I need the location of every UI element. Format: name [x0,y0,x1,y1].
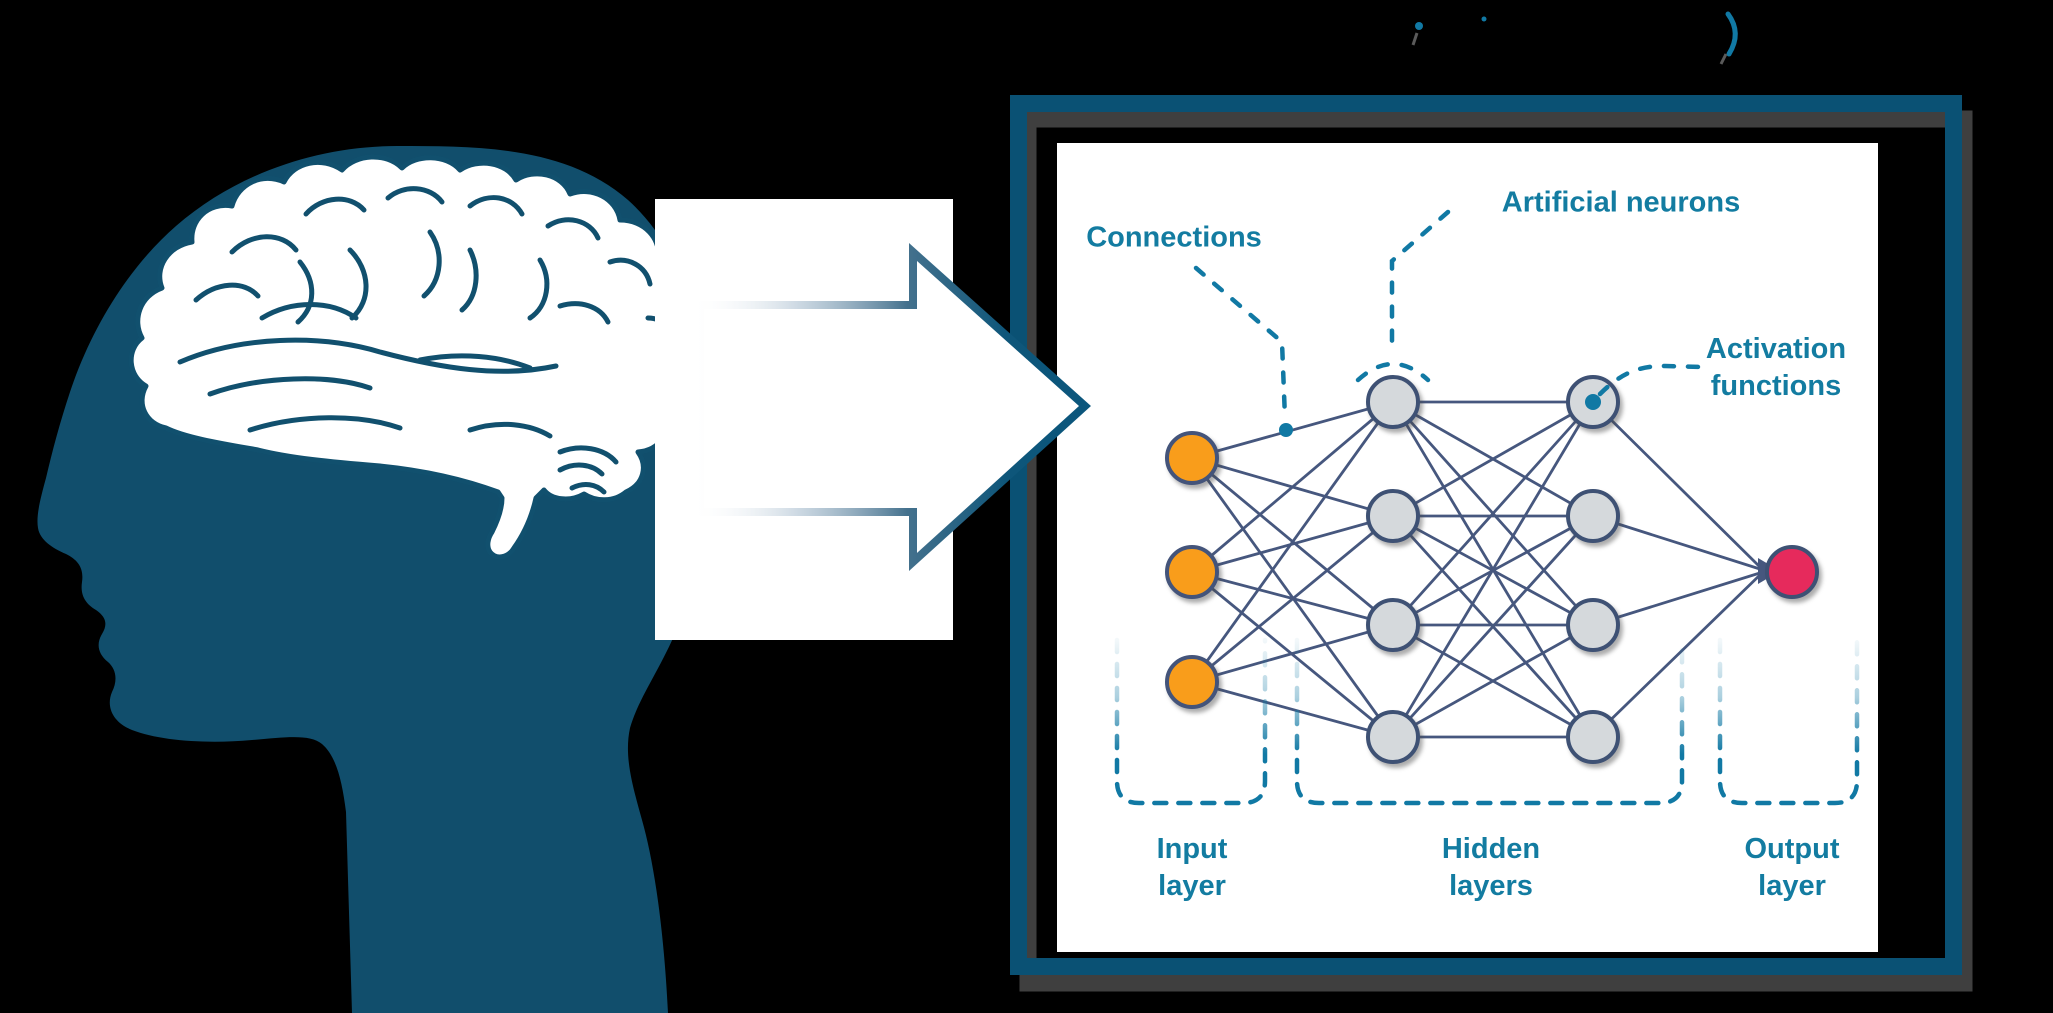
input-layer-line2: layer [1158,870,1226,902]
frame-shadow [1019,110,1973,992]
connections-label: Connections [1086,221,1262,254]
activation-label-line2: functions [1710,370,1842,402]
fragment-paren-icon [1725,11,1738,57]
title-fragments [1411,11,1738,65]
hidden-node [1366,710,1420,764]
right-arrow-icon [696,243,1091,572]
activation-dot [1585,394,1601,410]
output-node [1765,545,1819,599]
input-node [1165,655,1219,709]
hidden-node [1566,598,1620,652]
input-node [1165,545,1219,599]
input-layer-bracket [1114,637,1268,806]
artificial-neurons-leader [1389,209,1451,355]
input-layer-line1: Input [1156,833,1228,865]
frame-border [1010,95,1962,975]
network-edges [1190,400,1764,739]
network-nodes [1165,375,1819,764]
connection-dot [1279,423,1293,437]
hidden-layers-bracket [1294,637,1685,806]
activation-functions-label: Activation functions [1706,331,1846,405]
hidden-layers-line2: layers [1449,870,1533,902]
hidden-node [1366,375,1420,429]
output-layer-line2: layer [1758,870,1826,902]
hidden-layers-line1: Hidden [1441,833,1541,865]
input-node [1165,431,1219,485]
layer-brackets [1114,637,1860,806]
fragment-dot-icon [1481,16,1487,22]
hidden-node [1566,710,1620,764]
output-layer-line1: Output [1744,833,1840,865]
output-layer-label: Output layer [1744,831,1839,905]
fragment-mark [1719,53,1728,65]
hidden-layers-label: Hidden layers [1442,831,1540,905]
hidden-node [1366,489,1420,543]
artificial-neurons-label: Artificial neurons [1501,186,1741,219]
output-layer-bracket [1717,637,1860,806]
fragment-mark [1411,32,1419,46]
hidden-node [1366,598,1420,652]
fragment-dot-icon [1415,22,1423,30]
neuron-highlight-arc [1355,361,1431,383]
annotation-leaders [1193,209,1705,421]
activation-label-line1: Activation [1705,333,1847,365]
input-layer-label: Input layer [1157,831,1228,905]
activation-leader [1597,363,1705,397]
hidden-node [1566,489,1620,543]
